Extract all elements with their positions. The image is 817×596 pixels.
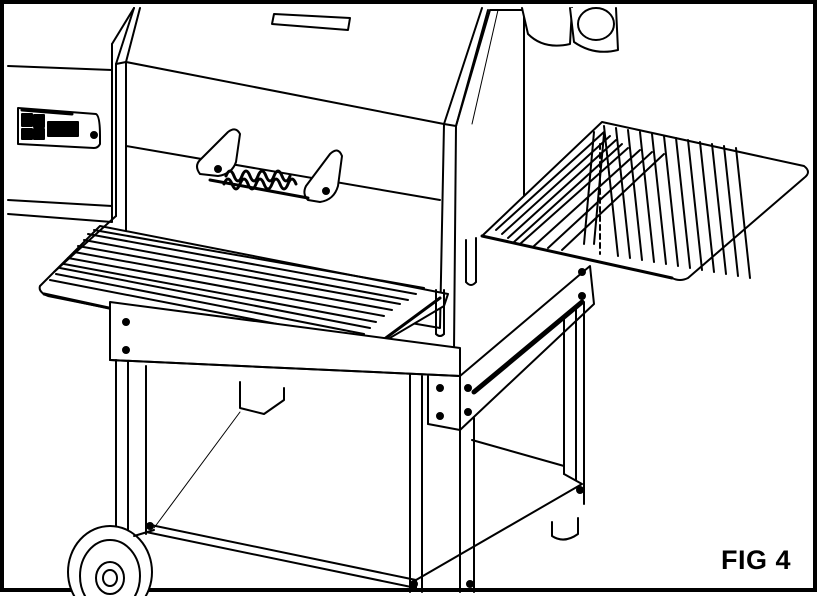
grill-line-drawing [7,7,809,596]
smoke-stack [521,7,619,53]
wheel [67,525,155,596]
controller-panel [17,107,101,149]
figure-label: FIG 4 [720,545,791,575]
hopper-box [7,7,135,223]
side-shelf [465,121,809,286]
handle-spring-coil [222,169,298,191]
cart-frame [109,265,595,593]
lid-handle [196,128,343,203]
